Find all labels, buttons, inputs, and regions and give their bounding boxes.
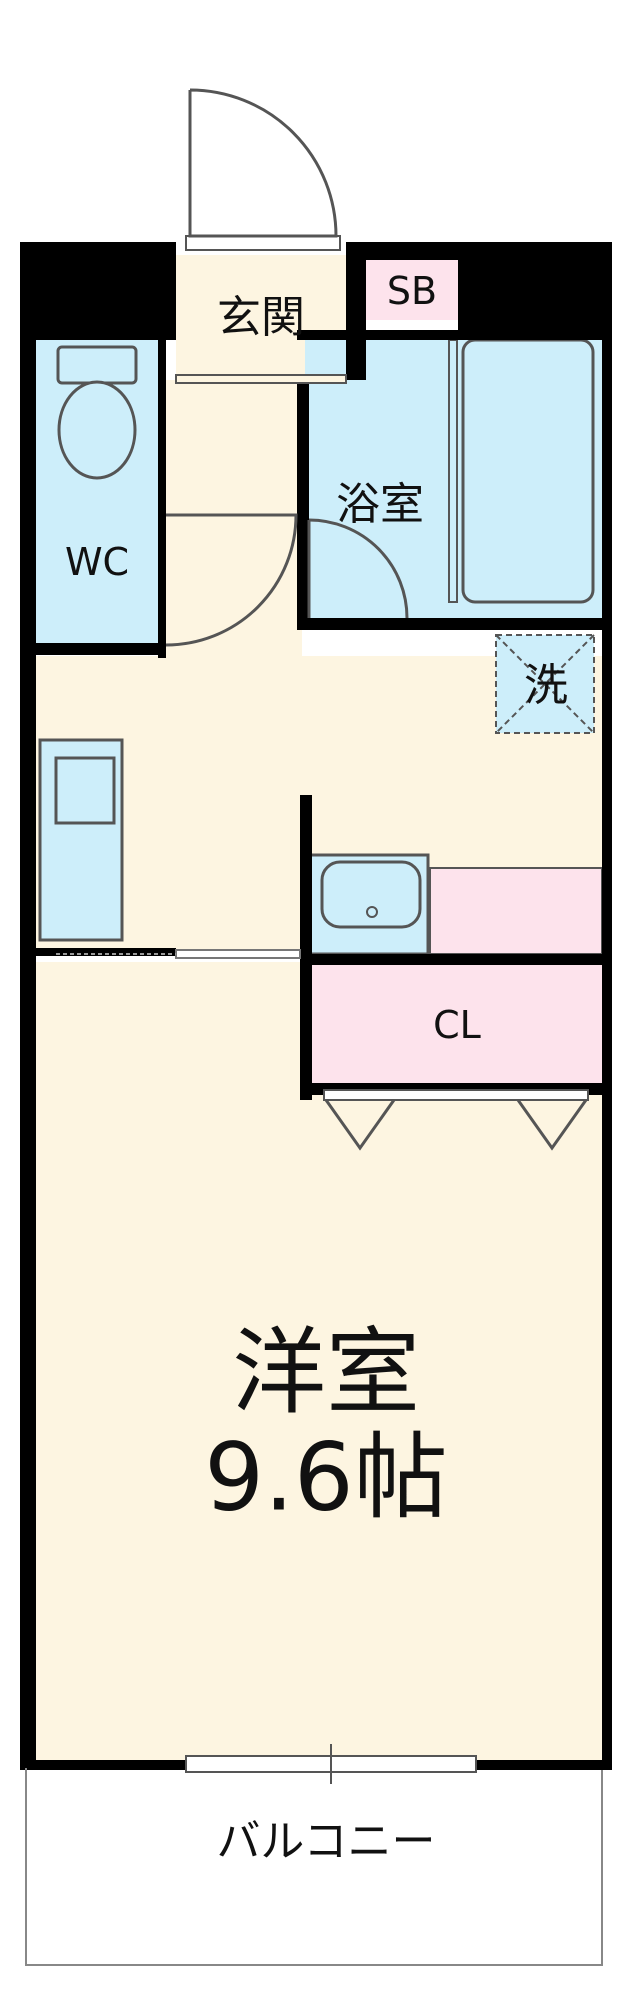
bathtub (461, 338, 595, 604)
toilet-bowl (57, 380, 137, 480)
washer-label: 洗 (524, 660, 568, 711)
western-room-size: 9.6帖 (204, 1424, 448, 1533)
toilet-label: WC (64, 540, 130, 584)
wall-left (20, 242, 36, 1769)
western-room-label: 洋室 9.6帖 (204, 1318, 448, 1533)
washer-diag-2 (495, 634, 595, 734)
kitchen-sink (54, 756, 116, 825)
wall-sb-divider (346, 242, 366, 330)
shoe-box-label: SB (386, 269, 438, 313)
wall-bath-bottom (297, 618, 602, 630)
wall-right (602, 242, 612, 1769)
closet-room (312, 965, 602, 1083)
western-room-name: 洋室 (231, 1318, 420, 1428)
wall-entrance-right (346, 330, 366, 380)
wall-top-left (20, 242, 176, 340)
closet-door-right (516, 1099, 588, 1151)
bath-door-swing (308, 518, 409, 619)
room-sliding-door (175, 949, 301, 959)
wall-bath-left (297, 380, 309, 630)
wall-wc-bottom (28, 643, 166, 655)
front-door-swing (188, 88, 338, 238)
wc-door-swing (165, 513, 298, 647)
floor-hall (166, 380, 302, 660)
closet-door-rail (323, 1089, 589, 1101)
wall-closet-top (300, 954, 602, 965)
closet-door-left (324, 1099, 396, 1151)
wall-mid-partition (300, 795, 312, 1100)
wall-top-right (458, 242, 610, 338)
entrance-threshold (175, 374, 347, 384)
shoe-box (366, 260, 458, 320)
wall-bath-top (297, 330, 602, 340)
washer-diag-1 (495, 634, 595, 734)
vanity-sink (320, 860, 422, 929)
bathtub-rim (448, 339, 458, 603)
closet-label: CL (433, 1003, 481, 1047)
bathroom-label: 浴室 (336, 479, 424, 530)
vanity-shelf (429, 867, 603, 955)
balcony-label: バルコニー (216, 1816, 436, 1867)
wall-top-strip (346, 242, 458, 260)
toilet-tank (56, 345, 138, 385)
front-door-frame (185, 235, 341, 251)
wall-wc-right (158, 338, 166, 658)
wall-kitchen-divider (36, 948, 176, 956)
entrance-label: 玄関 (217, 292, 305, 343)
vanity-drain (366, 906, 378, 918)
